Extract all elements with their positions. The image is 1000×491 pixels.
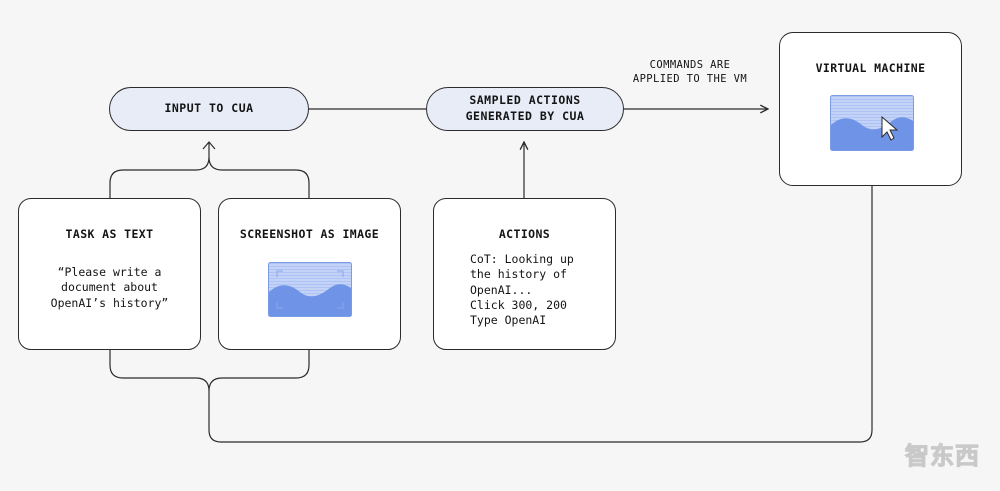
edge-vm-feedback-loop — [208, 186, 873, 443]
screenshot-as-image-title: SCREENSHOT AS IMAGE — [239, 227, 380, 241]
task-as-text-title: TASK AS TEXT — [65, 227, 154, 241]
image-thumbnail-icon — [268, 262, 352, 321]
input-brace-top — [109, 142, 310, 198]
input-to-cua-node: INPUT TO CUA — [109, 87, 309, 131]
actions-body: CoT: Looking up the history of OpenAI...… — [470, 252, 574, 328]
virtual-machine-node: VIRTUAL MACHINE — [779, 32, 962, 186]
task-as-text-node: TASK AS TEXT “Please write a document ab… — [18, 198, 201, 350]
watermark-logo: 智东西 — [905, 442, 980, 471]
sampled-actions-label: SAMPLED ACTIONS GENERATED BY CUA — [465, 93, 585, 123]
virtual-machine-title: VIRTUAL MACHINE — [815, 61, 926, 75]
actions-node: ACTIONS CoT: Looking up the history of O… — [433, 198, 616, 350]
sampled-actions-node: SAMPLED ACTIONS GENERATED BY CUA — [426, 87, 624, 131]
input-brace-bottom — [109, 350, 310, 392]
input-to-cua-label: INPUT TO CUA — [164, 101, 254, 116]
screen-with-cursor-icon — [830, 95, 914, 155]
screenshot-as-image-node: SCREENSHOT AS IMAGE — [218, 198, 401, 350]
commands-applied-label: COMMANDS ARE APPLIED TO THE VM — [632, 59, 748, 85]
task-as-text-body: “Please write a document about OpenAI’s … — [50, 265, 169, 310]
input-brace-arrow — [202, 141, 216, 150]
actions-title: ACTIONS — [498, 227, 551, 241]
